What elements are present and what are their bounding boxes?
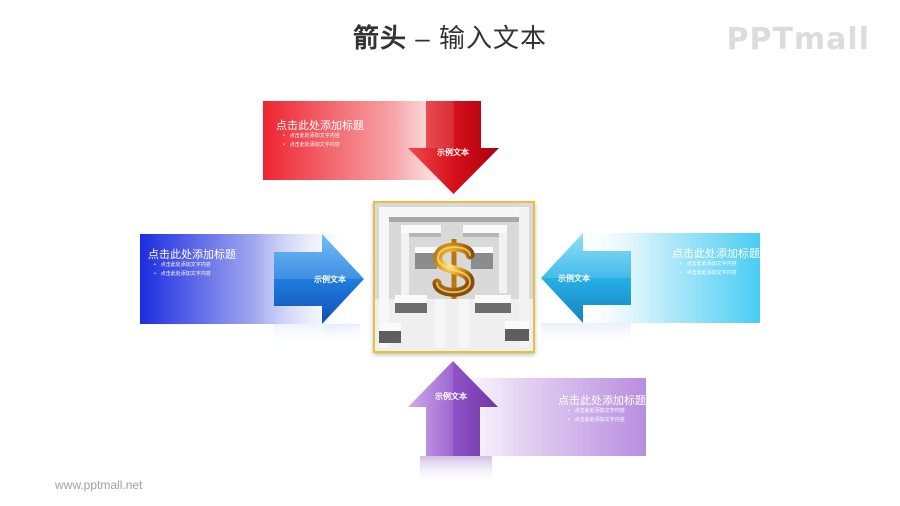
- arrow-left-label: 示例文本: [314, 275, 346, 284]
- arrow-left-cyan[interactable]: 示例文本: [541, 233, 631, 323]
- center-maze-image: [373, 201, 535, 353]
- panel-left-title[interactable]: 点击此处添加标题: [148, 249, 236, 261]
- panel-left-bullets: 点击此处添加文字内容 点击此处添加文字内容: [154, 261, 211, 279]
- panel-top-title[interactable]: 点击此处添加标题: [276, 120, 364, 132]
- arrow-up-shape: [408, 361, 498, 456]
- bullet-item[interactable]: 点击此处添加文字内容: [154, 261, 211, 270]
- panel-top-bullets: 点击此处添加文字内容 点击此处添加文字内容: [283, 132, 340, 150]
- arrow-bottom-reflection: [420, 456, 492, 484]
- title-main: 箭头: [353, 23, 408, 53]
- arrow-right-shape: [274, 234, 364, 324]
- panel-left: 点击此处添加标题 点击此处添加文字内容 点击此处添加文字内容: [140, 234, 348, 324]
- bullet-item[interactable]: 点击此处添加文字内容: [680, 260, 737, 269]
- footer-url[interactable]: www.pptmall.net: [55, 478, 143, 492]
- panel-right-title[interactable]: 点击此处添加标题: [672, 248, 760, 260]
- bullet-item[interactable]: 点击此处添加文字内容: [283, 141, 340, 150]
- panel-bottom-title[interactable]: 点击此处添加标题: [558, 395, 646, 407]
- bullet-item[interactable]: 点击此处添加文字内容: [568, 416, 625, 425]
- dollar-maze-illustration: [375, 203, 533, 351]
- bullet-item[interactable]: 点击此处添加文字内容: [680, 269, 737, 278]
- arrow-left-reflection: [274, 324, 360, 350]
- arrow-down-shape: [408, 101, 499, 194]
- arrow-top-label: 示例文本: [437, 148, 469, 157]
- dollar-sign-icon: [432, 239, 475, 299]
- arrow-bottom-label: 示例文本: [435, 392, 467, 401]
- arrow-up-purple[interactable]: 示例文本: [408, 361, 498, 456]
- brand-logo: PPTmall: [726, 22, 870, 57]
- bullet-item[interactable]: 点击此处添加文字内容: [154, 270, 211, 279]
- title-sub: – 输入文本: [407, 23, 547, 53]
- bullet-item[interactable]: 点击此处添加文字内容: [283, 132, 340, 141]
- panel-bottom-bullets: 点击此处添加文字内容 点击此处添加文字内容: [568, 407, 625, 425]
- arrow-down-red[interactable]: 示例文本: [408, 101, 499, 194]
- page-title: 箭头 – 输入文本: [0, 18, 900, 55]
- arrow-right-label: 示例文本: [558, 274, 590, 283]
- bullet-item[interactable]: 点击此处添加文字内容: [568, 407, 625, 416]
- arrow-left-shape: [541, 233, 631, 323]
- panel-right-bullets: 点击此处添加文字内容 点击此处添加文字内容: [680, 260, 737, 278]
- arrow-right-blue[interactable]: 示例文本: [274, 234, 364, 324]
- arrow-right-reflection: [541, 323, 631, 349]
